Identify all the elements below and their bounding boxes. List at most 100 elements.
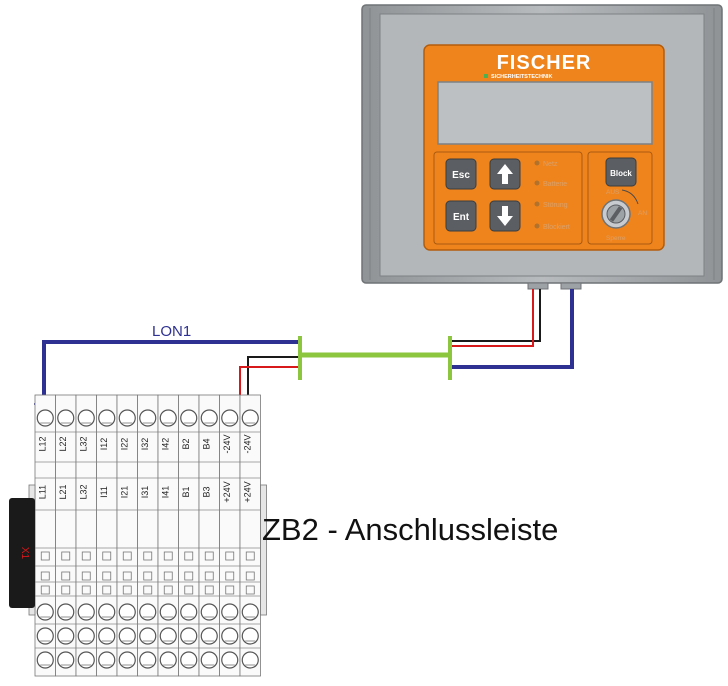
terminal-screw[interactable]: [180, 409, 198, 427]
terminal-screw[interactable]: [36, 603, 54, 621]
terminal-screw[interactable]: [118, 603, 136, 621]
block-button[interactable]: Block: [605, 157, 637, 187]
cable-label-lon1: LON1: [152, 323, 191, 340]
terminal-screw[interactable]: [221, 409, 239, 427]
terminal-screw[interactable]: [221, 603, 239, 621]
terminal-screw[interactable]: [118, 409, 136, 427]
terminal-label-bottom: I31: [140, 486, 150, 499]
wire-blue-device: [450, 289, 574, 369]
terminal-label-bottom: B3: [201, 486, 211, 497]
terminal-screw[interactable]: [200, 409, 218, 427]
brand-logo: FISCHER: [497, 52, 592, 74]
keypad-frame: [433, 151, 583, 245]
led-blockiert: [534, 223, 540, 229]
terminal-screw[interactable]: [57, 603, 75, 621]
lcd-display: [437, 81, 653, 145]
key-label-aus: AUS: [606, 189, 620, 196]
terminal-screw[interactable]: [200, 627, 218, 645]
terminal-screw[interactable]: [159, 603, 177, 621]
terminal-screw[interactable]: [159, 409, 177, 427]
terminal-label-top: B4: [201, 438, 211, 449]
terminal-screw[interactable]: [200, 603, 218, 621]
terminal-screw[interactable]: [241, 603, 259, 621]
terminal-screw[interactable]: [241, 627, 259, 645]
terminal-screw[interactable]: [77, 409, 95, 427]
terminal-screw[interactable]: [180, 603, 198, 621]
terminal-screw[interactable]: [57, 409, 75, 427]
cable-gland-left: [527, 282, 549, 290]
terminal-screw[interactable]: [159, 627, 177, 645]
led-stoerung: [534, 201, 540, 207]
terminal-screw[interactable]: [139, 603, 157, 621]
terminal-screw[interactable]: [36, 651, 54, 669]
terminal-screw[interactable]: [200, 651, 218, 669]
terminal-screw[interactable]: [221, 651, 239, 669]
terminal-label-bottom: L32: [78, 484, 88, 499]
arrow-down-button[interactable]: [489, 200, 521, 232]
arrow-up-button[interactable]: [489, 158, 521, 190]
terminal-screw[interactable]: [77, 651, 95, 669]
terminal-block-title: ZB2 - Anschlussleiste: [262, 512, 558, 547]
terminal-screw[interactable]: [77, 603, 95, 621]
brand-green-square: [484, 74, 488, 78]
led-label-netz: Netz: [543, 161, 558, 168]
terminal-screw[interactable]: [139, 627, 157, 645]
terminal-label-bottom: +24V: [222, 481, 232, 502]
terminal-label-top: I32: [140, 438, 150, 451]
terminal-label-top: -24V: [242, 434, 252, 453]
terminal-column: -24V+24V: [219, 394, 241, 677]
led-label-stoerung: Störung: [543, 202, 568, 209]
terminal-label-bottom: L21: [58, 484, 68, 499]
terminal-screw[interactable]: [98, 627, 116, 645]
arrow-down-icon: [497, 206, 513, 226]
key-switch[interactable]: [601, 199, 631, 229]
key-label-an: AN: [638, 210, 647, 217]
terminal-label-bottom: L11: [37, 485, 47, 499]
terminal-screw[interactable]: [241, 651, 259, 669]
connector-x1-label: X1: [19, 547, 30, 560]
terminal-screw[interactable]: [221, 627, 239, 645]
control-device: FISCHER SICHERHEITSTECHNIK Esc Ent Netz: [361, 4, 723, 290]
led-indicators: Netz Batterie Störung Blockiert: [534, 160, 570, 231]
ent-button[interactable]: Ent: [445, 200, 477, 232]
terminal-screw[interactable]: [36, 627, 54, 645]
led-label-blockiert: Blockiert: [543, 224, 570, 231]
terminal-screw[interactable]: [118, 651, 136, 669]
terminal-label-bottom: I41: [160, 486, 170, 499]
terminal-screw[interactable]: [139, 409, 157, 427]
terminal-screw[interactable]: [98, 651, 116, 669]
terminal-label-top: I12: [99, 438, 109, 451]
connector-x1: X1: [9, 498, 35, 608]
esc-button[interactable]: Esc: [445, 158, 477, 190]
terminal-label-top: L32: [78, 436, 88, 451]
terminal-label-top: B2: [181, 438, 191, 449]
terminal-screw[interactable]: [139, 651, 157, 669]
terminal-screw[interactable]: [57, 651, 75, 669]
terminal-screw[interactable]: [98, 409, 116, 427]
arrow-up-icon: [497, 164, 513, 184]
block-button-label: Block: [610, 169, 632, 178]
terminal-screw[interactable]: [180, 627, 198, 645]
led-label-batterie: Batterie: [543, 181, 567, 188]
brand-subtitle: SICHERHEITSTECHNIK: [491, 74, 552, 80]
terminal-screw[interactable]: [36, 409, 54, 427]
cable-gland-right: [560, 282, 582, 290]
key-arc-arrow-icon: [621, 189, 639, 205]
terminal-screw[interactable]: [180, 651, 198, 669]
terminal-screw[interactable]: [159, 651, 177, 669]
terminal-screw[interactable]: [241, 409, 259, 427]
terminal-screw[interactable]: [118, 627, 136, 645]
terminal-screw[interactable]: [57, 627, 75, 645]
terminal-screw[interactable]: [77, 627, 95, 645]
terminal-label-bottom: I21: [119, 486, 129, 499]
terminal-screw[interactable]: [98, 603, 116, 621]
ent-button-label: Ent: [453, 212, 470, 223]
terminal-label-top: I22: [119, 438, 129, 451]
